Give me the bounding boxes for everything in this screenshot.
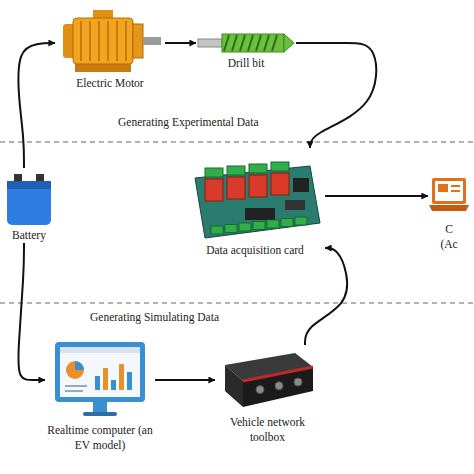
node-label: Battery xyxy=(12,228,46,243)
flow-arrow xyxy=(18,243,45,380)
node-label: Electric Motor xyxy=(76,76,143,91)
daq-card-node: Data acquisition card xyxy=(185,148,325,258)
node-label: (Ac xyxy=(440,237,457,252)
node-icon xyxy=(428,172,470,222)
node-label: Data acquisition card xyxy=(206,243,304,258)
node-icon xyxy=(4,168,54,228)
section-divider xyxy=(0,142,474,143)
flow-arrow xyxy=(296,43,376,148)
flow-arrow xyxy=(18,43,55,168)
node-icon xyxy=(196,30,296,56)
node-label: Drill bit xyxy=(228,56,265,71)
section-title: Generating Experimental Data xyxy=(118,116,259,128)
node-icon xyxy=(215,345,320,415)
realtime-computer-node: Realtime computer (an EV model) xyxy=(45,338,155,453)
flow-arrow xyxy=(325,195,428,197)
node-icon xyxy=(45,338,155,423)
node-icon xyxy=(185,148,325,243)
flow-arrow xyxy=(155,379,215,381)
battery-node: Battery xyxy=(4,168,54,243)
computer-node: C(Ac xyxy=(428,172,470,252)
node-label: Vehicle network toolbox xyxy=(224,415,312,445)
flow-arrow xyxy=(305,248,347,345)
drill-node: Drill bit xyxy=(196,30,296,71)
section-title: Generating Simulating Data xyxy=(90,311,219,323)
network-toolbox-node: Vehicle network toolbox xyxy=(215,345,320,445)
section-divider xyxy=(0,303,474,304)
node-label: C xyxy=(445,222,453,237)
flow-arrow xyxy=(165,42,196,44)
node-label: Realtime computer (an EV model) xyxy=(45,423,155,453)
node-icon xyxy=(55,6,165,76)
motor-node: Electric Motor xyxy=(55,6,165,91)
